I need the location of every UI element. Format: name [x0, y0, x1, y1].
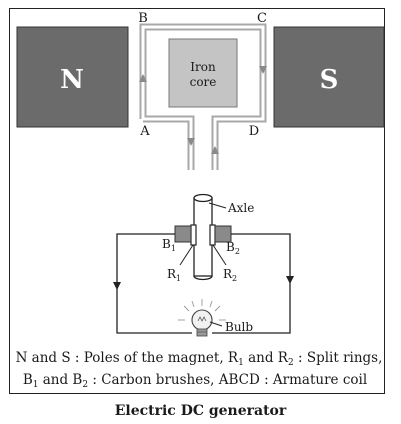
bulb-label: Bulb: [225, 320, 253, 334]
ring-r1-pointer: [179, 244, 194, 266]
coil-point-d: D: [249, 124, 259, 139]
axle: [193, 193, 213, 281]
split-ring-r1: [190, 224, 197, 246]
circuit-arrow-right: [286, 276, 294, 284]
figure-frame: [9, 8, 385, 394]
ring-r2-label: R2: [223, 267, 237, 283]
circuit-arrow-left: [113, 282, 121, 290]
ring-r1-label: R1: [167, 267, 181, 283]
circuit-wire-right: [212, 233, 291, 334]
north-pole-magnet: [16, 26, 129, 128]
iron-core: [168, 38, 238, 108]
split-ring-r2: [209, 224, 216, 246]
bulb-icon: [178, 299, 226, 337]
brush-b1-label: B1: [162, 237, 176, 253]
north-pole-label: N: [60, 65, 84, 95]
current-arrow-lead-2: [211, 146, 219, 154]
figure-caption: Electric DC generator: [114, 403, 287, 419]
circuit-wire-left: [116, 233, 192, 334]
legend-line-1: N and S : Poles of the magnet, R1 and R2…: [16, 350, 383, 368]
axle-label: Axle: [227, 201, 254, 215]
brush-b2-label: B2: [226, 240, 240, 256]
south-pole-label: S: [320, 65, 339, 95]
ring-r2-pointer: [212, 244, 227, 266]
current-arrow-up: [139, 74, 147, 82]
iron-core-label-line2: core: [190, 75, 217, 89]
south-pole-magnet: [273, 26, 385, 128]
carbon-brush-b1: [174, 225, 192, 243]
legend-line-2: B1 and B2 : Carbon brushes, ABCD : Armat…: [23, 372, 367, 390]
coil-point-a: A: [139, 124, 150, 139]
iron-core-label-line1: Iron: [190, 60, 216, 74]
bulb-pointer: [209, 321, 223, 327]
axle-pointer: [208, 202, 227, 209]
armature-coil: [139, 23, 267, 170]
coil-point-c: C: [257, 11, 267, 26]
current-arrow-down: [259, 66, 267, 74]
coil-point-b: B: [138, 11, 148, 26]
current-arrow-lead-1: [187, 138, 195, 146]
